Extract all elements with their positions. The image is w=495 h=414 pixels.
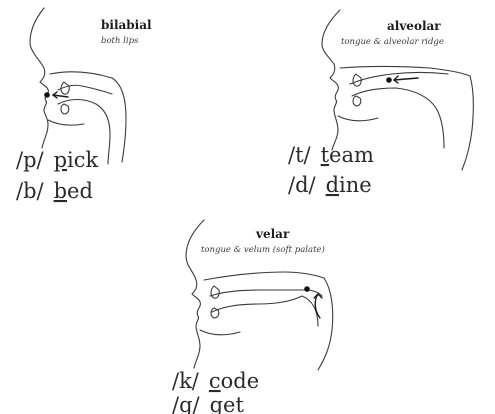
arrow-velar (314, 293, 321, 319)
panel-title-bilabial: bilabial (101, 18, 152, 32)
phoneme-label: /t/ (288, 143, 312, 167)
example-word-rest: et (223, 393, 244, 414)
phoneme-label: /p/ (16, 148, 45, 172)
example-row-b: /b/bed (16, 179, 93, 203)
panel-subtitle-bilabial: both lips (101, 36, 139, 46)
phoneme-label: /k/ (172, 369, 200, 393)
example-initial-letter: c (209, 369, 221, 393)
example-word-rest: ine (339, 173, 372, 197)
example-initial-letter: t (321, 143, 330, 167)
example-word-rest: eam (329, 143, 374, 167)
example-word-rest: ick (67, 148, 98, 172)
panel-title-velar: velar (255, 227, 290, 241)
arrow-alveolar (393, 77, 419, 81)
example-word-rest: ed (67, 179, 93, 203)
example-row-g: /g/get (172, 393, 244, 414)
panel-title-alveolar: alveolar (387, 19, 441, 33)
example-initial-letter: p (54, 148, 67, 172)
head-profile-alveolar (321, 9, 474, 171)
articulation-point-velar (304, 286, 310, 292)
panel-subtitle-alveolar: tongue & alveolar ridge (341, 37, 444, 47)
panel-subtitle-velar: tongue & velum (soft palate) (201, 244, 325, 255)
example-row-p: /p/pick (16, 148, 99, 172)
example-initial-letter: b (54, 179, 67, 203)
example-row-k: /k/code (172, 369, 259, 393)
arrowhead-velar (313, 293, 323, 299)
phoneme-label: /b/ (16, 179, 45, 203)
panel-velar: velar tongue & velum (soft palate) /k/co… (172, 219, 334, 414)
panel-alveolar: alveolar tongue & alveolar ridge /t/team… (288, 9, 474, 197)
head-profile-velar (185, 219, 334, 371)
arrow-bilabial (52, 94, 69, 98)
example-initial-letter: d (326, 173, 339, 197)
arrowhead-bilabial (51, 91, 58, 99)
articulation-point-bilabial (44, 92, 50, 98)
articulation-point-alveolar (386, 77, 392, 83)
arrowhead-alveolar (392, 75, 399, 84)
example-row-t: /t/team (288, 143, 374, 167)
example-initial-letter: g (210, 393, 223, 414)
panel-bilabial: bilabial both lips /p/pick /b/bed (16, 7, 152, 203)
example-word-rest: ode (221, 369, 260, 393)
example-row-d: /d/dine (288, 173, 372, 197)
phoneme-label: /d/ (288, 173, 317, 197)
phoneme-label: /g/ (172, 393, 201, 414)
